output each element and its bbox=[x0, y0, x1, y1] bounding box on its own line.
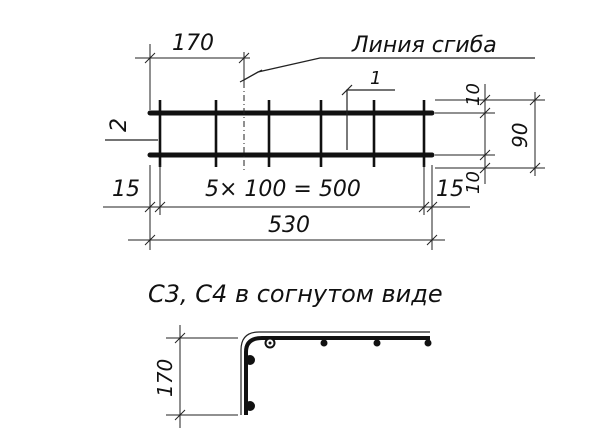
dim-top-170: 170 bbox=[172, 31, 214, 56]
dim-right-bottom-10: 10 bbox=[463, 171, 484, 194]
dim-overall-530: 530 bbox=[268, 213, 310, 238]
dimension-lines bbox=[103, 44, 545, 250]
mark-1-tick bbox=[341, 84, 353, 96]
bent-shape-view bbox=[166, 325, 432, 428]
dim-spacing: 5× 100 = 500 bbox=[205, 177, 361, 202]
dim-bent-170: 170 bbox=[153, 359, 177, 397]
bend-line-leader bbox=[243, 57, 535, 81]
dim-left-15: 15 bbox=[112, 177, 140, 202]
rod-section bbox=[424, 339, 432, 347]
mark-2-label: 2 bbox=[107, 118, 132, 132]
mark-1-label: 1 bbox=[370, 68, 381, 89]
rod-section bbox=[245, 355, 255, 365]
rod-section bbox=[320, 339, 328, 347]
bent-view-title: С3, С4 в согнутом виде bbox=[148, 280, 443, 308]
rod-section bbox=[245, 401, 255, 411]
mark-1-leader bbox=[346, 89, 395, 150]
flat-mesh-view bbox=[105, 57, 535, 172]
bent-bar bbox=[244, 336, 430, 415]
rod-section bbox=[268, 341, 272, 345]
bent-bar-outline bbox=[240, 331, 430, 415]
bend-line-leader-tick bbox=[239, 69, 263, 83]
dim-right-90: 90 bbox=[508, 123, 532, 148]
dim-right-15: 15 bbox=[436, 177, 464, 202]
rod-section bbox=[373, 339, 381, 347]
dim-right-top-10: 10 bbox=[463, 83, 484, 106]
bend-line-label: Линия сгиба bbox=[351, 33, 497, 58]
